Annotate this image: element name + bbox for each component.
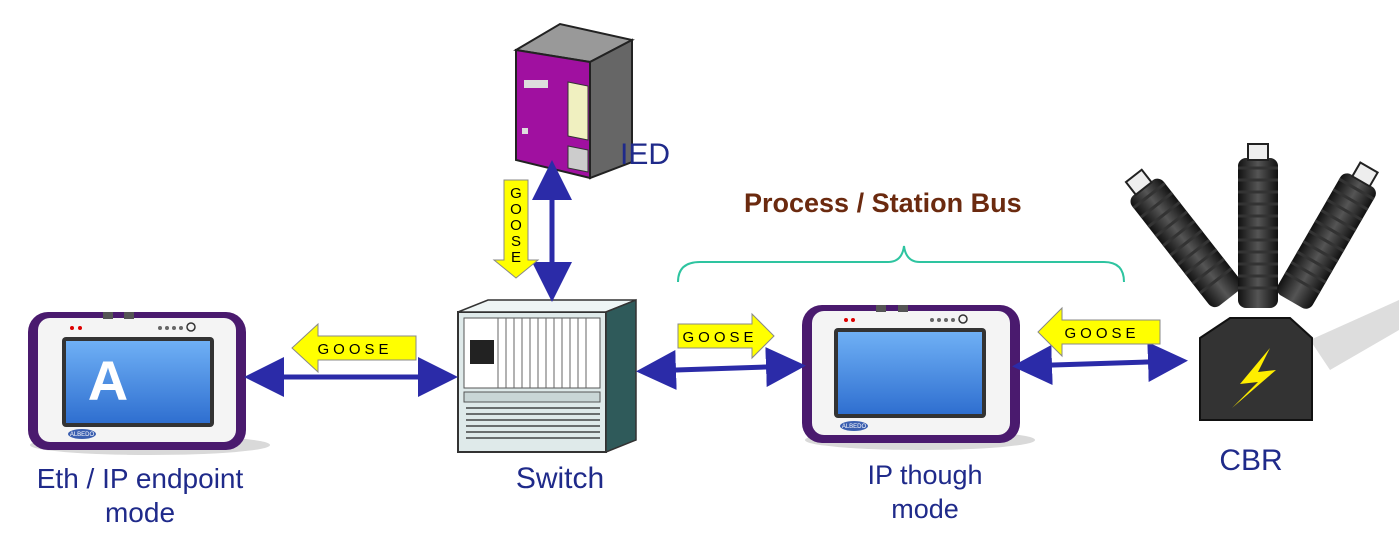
switch-label: Switch bbox=[515, 462, 605, 495]
goose-vertical-g: G bbox=[510, 185, 522, 202]
lightning-bolt-icon bbox=[1232, 348, 1276, 408]
endpoint-label-line1: Eth / IP endpoint bbox=[36, 463, 244, 494]
ied-device bbox=[513, 22, 635, 180]
goose-arrow-right: GOOSE bbox=[1037, 306, 1161, 358]
endpoint-screen bbox=[66, 341, 210, 423]
endpoint-screen-letter: A bbox=[88, 349, 128, 412]
through-screen bbox=[838, 332, 982, 414]
cbr-breaker-device bbox=[1124, 143, 1399, 421]
ied-label: IED bbox=[620, 138, 671, 171]
goose-right-label: GOOSE bbox=[1064, 325, 1139, 342]
through-label: IP though mode bbox=[820, 458, 1030, 526]
goose-vertical-s: S bbox=[511, 233, 521, 250]
endpoint-label: Eth / IP endpoint mode bbox=[20, 462, 260, 530]
through-power-icon bbox=[958, 314, 968, 324]
goose-arrow-mid: GOOSE bbox=[677, 312, 775, 360]
cbr-label: CBR bbox=[1219, 444, 1283, 477]
goose-vertical-o1: O bbox=[510, 201, 522, 218]
goose-arrow-left: GOOSE bbox=[291, 322, 417, 374]
bus-brace bbox=[677, 245, 1125, 283]
through-brand-logo: ALBEDO bbox=[842, 424, 867, 430]
endpoint-power-icon bbox=[186, 322, 196, 332]
through-label-line1: IP though bbox=[867, 460, 983, 490]
link-through-cbr bbox=[1012, 341, 1188, 386]
endpoint-label-line2: mode bbox=[104, 497, 176, 528]
goose-mid-label: GOOSE bbox=[682, 329, 757, 346]
bus-title: Process / Station Bus bbox=[744, 188, 1022, 218]
link-switch-through bbox=[636, 347, 806, 390]
switch-device bbox=[457, 298, 637, 454]
through-tester-device: ALBEDO bbox=[802, 305, 1035, 450]
goose-vertical-e: E bbox=[511, 249, 521, 266]
goose-left-label: GOOSE bbox=[317, 341, 392, 358]
endpoint-brand-logo: ALBEDO bbox=[70, 432, 95, 438]
goose-vertical-o2: O bbox=[510, 217, 522, 234]
through-label-line2: mode bbox=[891, 494, 959, 524]
endpoint-tester-device: A ALBEDO bbox=[28, 312, 270, 455]
goose-arrow-vertical: G O O S E bbox=[492, 179, 540, 279]
